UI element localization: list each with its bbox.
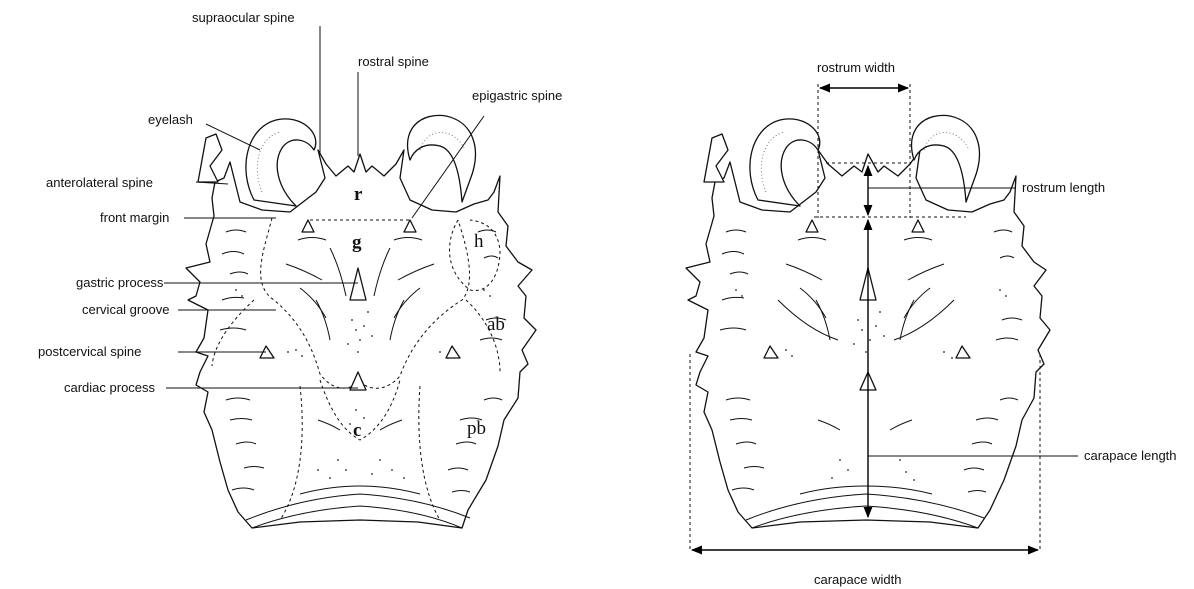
label-eyelash: eyelash (148, 112, 193, 127)
label-carapace-width: carapace width (814, 572, 901, 587)
label-gastric-process: gastric process (76, 275, 164, 290)
label-carapace-length: carapace length (1084, 448, 1177, 463)
label-supraocular-spine: supraocular spine (192, 10, 295, 25)
left-eye (750, 119, 820, 206)
label-epigastric-spine: epigastric spine (472, 88, 562, 103)
label-rostrum-width: rostrum width (817, 60, 895, 75)
left-carapace-drawing: r g h ab pb c supraocular spine rostral … (38, 10, 562, 528)
label-front-margin: front margin (100, 210, 169, 225)
label-cervical-groove: cervical groove (82, 302, 169, 317)
region-h: h (474, 231, 484, 252)
antenna-base (198, 134, 222, 182)
label-cardiac-process: cardiac process (64, 380, 156, 395)
region-r: r (354, 184, 363, 205)
antenna-base (704, 134, 728, 182)
label-rostrum-length: rostrum length (1022, 180, 1105, 195)
right-carapace-drawing: rostrum width rostrum length carapace le… (686, 60, 1177, 587)
region-ab: ab (487, 314, 505, 335)
region-g: g (352, 232, 362, 253)
region-pb: pb (467, 418, 486, 439)
label-rostral-spine: rostral spine (358, 54, 429, 69)
right-eye (408, 115, 476, 202)
label-anterolateral-spine: anterolateral spine (46, 175, 153, 190)
left-eye (246, 119, 316, 206)
region-c: c (353, 420, 361, 441)
label-postcervical-spine: postcervical spine (38, 344, 141, 359)
